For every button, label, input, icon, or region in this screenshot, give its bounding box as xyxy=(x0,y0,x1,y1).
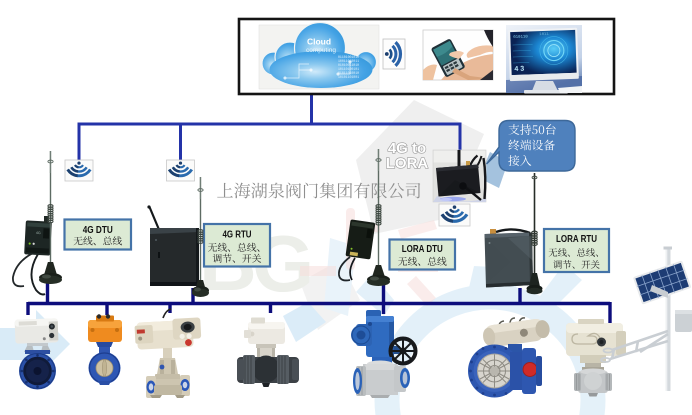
svg-text:Cloud: Cloud xyxy=(307,37,331,47)
svg-text:LORA: LORA xyxy=(386,155,429,172)
svg-text:10110100101: 10110100101 xyxy=(338,67,359,71)
svg-text:LORA DTU: LORA DTU xyxy=(402,243,443,255)
svg-text:01010011010: 01010011010 xyxy=(338,63,359,67)
svg-text:01011010010: 01011010010 xyxy=(338,71,359,75)
svg-text:computing: computing xyxy=(306,47,336,54)
svg-text:4G RTU: 4G RTU xyxy=(223,229,252,241)
svg-text:10101101001: 10101101001 xyxy=(338,75,359,79)
svg-text:4G to: 4G to xyxy=(388,140,426,157)
svg-text:LORA: LORA xyxy=(386,155,429,172)
svg-text:4G: 4G xyxy=(36,231,41,235)
svg-text:10011010011: 10011010011 xyxy=(338,59,359,63)
svg-text:4G DTU: 4G DTU xyxy=(83,224,113,236)
svg-text:010110: 010110 xyxy=(513,35,528,40)
svg-text:1011: 1011 xyxy=(539,33,549,37)
svg-text:4G to: 4G to xyxy=(388,140,426,157)
svg-text:01101001010: 01101001010 xyxy=(338,55,359,59)
svg-text:4 3: 4 3 xyxy=(514,66,524,73)
svg-text:LORA RTU: LORA RTU xyxy=(556,233,597,245)
